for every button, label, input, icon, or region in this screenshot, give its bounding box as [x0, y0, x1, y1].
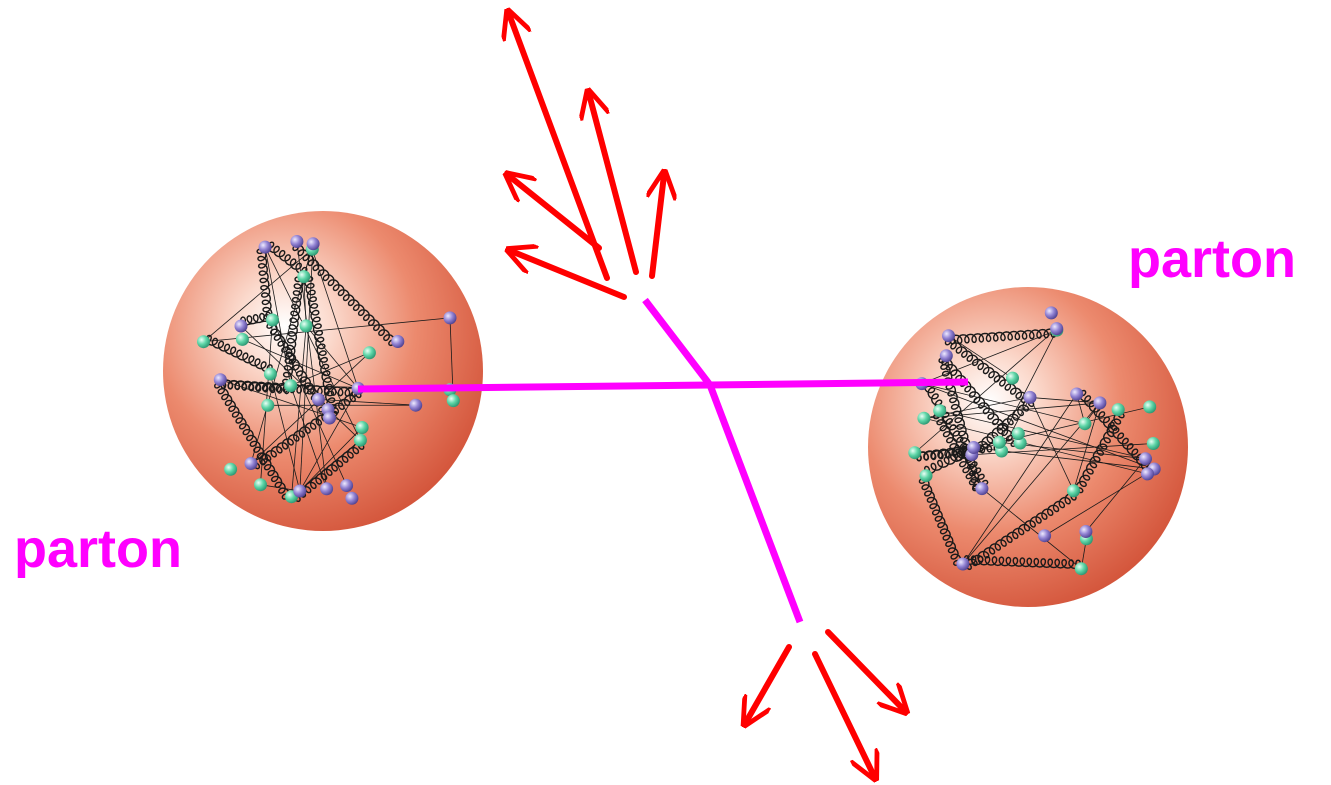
quark-green-icon [197, 335, 210, 348]
incoming-parton-right-line [710, 382, 968, 385]
proton-right-icon [868, 287, 1188, 607]
jet-upper-arrow-1 [509, 14, 607, 278]
quark-green-icon [1143, 400, 1156, 413]
quark-purple-icon [1050, 322, 1063, 335]
quark-green-icon [224, 463, 237, 476]
quark-purple-icon [942, 329, 955, 342]
jet-upper-icon [509, 14, 664, 297]
quark-purple-icon [245, 457, 258, 470]
outgoing-parton-lower-line [710, 385, 800, 622]
quark-green-icon [236, 333, 249, 346]
quark-green-icon [1147, 437, 1160, 450]
quark-purple-icon [320, 482, 333, 495]
quark-green-icon [297, 270, 310, 283]
parton-label-left: parton [14, 522, 182, 576]
quark-purple-icon [293, 485, 306, 498]
quark-purple-icon [235, 320, 248, 333]
incoming-parton-left-line [358, 385, 710, 389]
quark-purple-icon [307, 237, 320, 250]
quark-green-icon [917, 412, 930, 425]
quark-purple-icon [391, 335, 404, 348]
quark-purple-icon [214, 373, 227, 386]
proton-left-icon [163, 211, 483, 531]
quark-green-icon [284, 379, 297, 392]
quark-purple-icon [345, 492, 358, 505]
quark-purple-icon [312, 393, 325, 406]
quark-green-icon [993, 436, 1006, 449]
quark-green-icon [264, 368, 277, 381]
quark-purple-icon [340, 479, 353, 492]
quark-purple-icon [956, 558, 969, 571]
quark-purple-icon [940, 349, 953, 362]
quark-green-icon [908, 446, 921, 459]
quark-green-icon [920, 469, 933, 482]
quark-purple-icon [323, 412, 336, 425]
quark-green-icon [1112, 403, 1125, 416]
quark-purple-icon [1024, 391, 1037, 404]
quark-green-icon [1078, 417, 1091, 430]
quark-purple-icon [409, 399, 422, 412]
quark-green-icon [300, 319, 313, 332]
quark-purple-icon [967, 441, 980, 454]
quark-green-icon [447, 394, 460, 407]
jet-lower-arrow-1 [746, 647, 789, 722]
outgoing-parton-upper-line [645, 300, 710, 385]
quark-green-icon [363, 346, 376, 359]
quark-green-icon [254, 478, 267, 491]
quark-purple-icon [1141, 467, 1154, 480]
quark-green-icon [356, 421, 369, 434]
quark-purple-icon [290, 235, 303, 248]
quark-green-icon [266, 314, 279, 327]
quark-purple-icon [1139, 452, 1152, 465]
quark-green-icon [1075, 562, 1088, 575]
parton-label-right: parton [1128, 232, 1296, 286]
quark-green-icon [261, 399, 274, 412]
quark-purple-icon [1079, 525, 1092, 538]
quark-green-icon [933, 404, 946, 417]
quark-purple-icon [1070, 388, 1083, 401]
quark-green-icon [354, 434, 367, 447]
jet-lower-icon [746, 632, 904, 776]
quark-green-icon [1012, 427, 1025, 440]
quark-purple-icon [1038, 529, 1051, 542]
jet-upper-arrow-5 [652, 175, 664, 276]
quark-green-icon [1067, 484, 1080, 497]
quark-purple-icon [1045, 306, 1058, 319]
quark-purple-icon [1093, 396, 1106, 409]
quark-green-icon [1006, 372, 1019, 385]
quark-purple-icon [259, 241, 272, 254]
quark-purple-icon [975, 482, 988, 495]
quark-purple-icon [444, 311, 457, 324]
